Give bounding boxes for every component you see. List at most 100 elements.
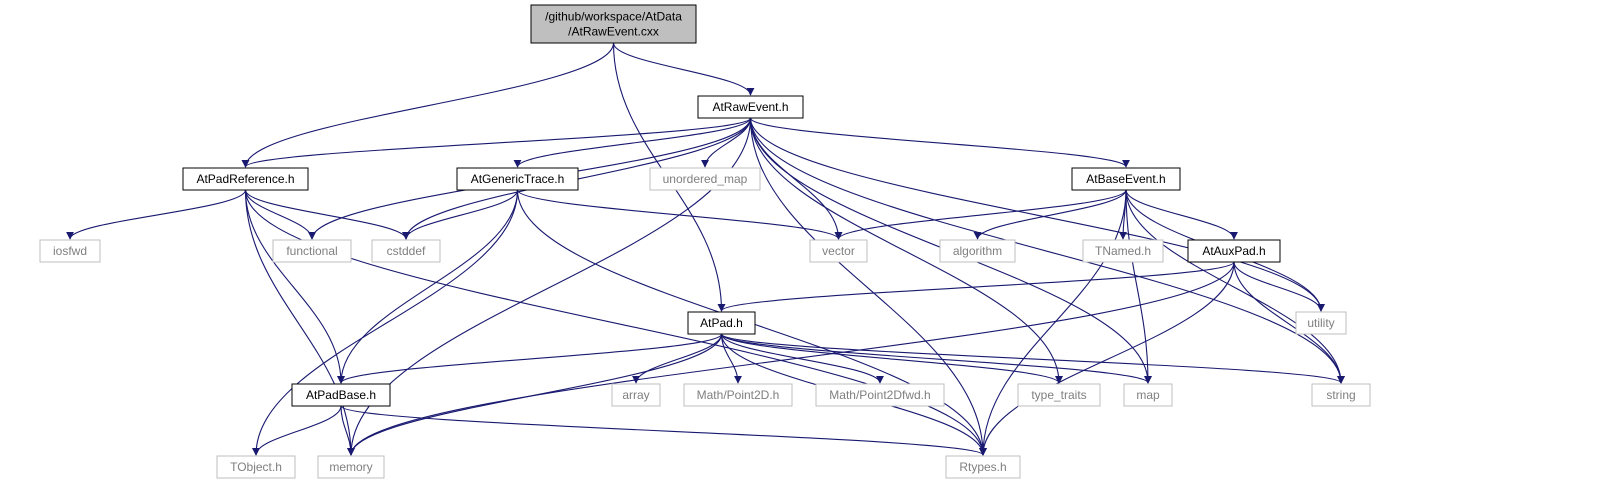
node-label-point2d: Math/Point2D.h <box>697 388 780 402</box>
node-rtypes: Rtypes.h <box>945 455 1021 479</box>
node-auxpad[interactable]: AtAuxPad.h <box>1187 239 1281 263</box>
node-type_traits: type_traits <box>1017 383 1101 407</box>
node-box-memory <box>317 455 385 479</box>
edge-padref-to-iosfwd <box>66 189 247 240</box>
node-box-point2d <box>683 383 793 407</box>
node-point2d: Math/Point2D.h <box>683 383 793 407</box>
edge-rawevent-to-baseevent <box>749 117 1130 168</box>
node-root[interactable]: /github/workspace/AtData/AtRawEvent.cxx <box>530 4 697 44</box>
node-label-rtypes: Rtypes.h <box>959 460 1006 474</box>
edge-rawevent-to-string <box>749 117 1345 384</box>
node-box-iosfwd <box>39 239 101 263</box>
edge-pad-to-type_traits <box>720 333 1063 384</box>
node-label-functional: functional <box>286 244 337 258</box>
node-map: map <box>1123 383 1173 407</box>
edge-padref-to-cstddef <box>244 189 410 240</box>
node-label-map: map <box>1136 388 1160 402</box>
node-box-padref <box>182 167 309 191</box>
edge-baseevent-to-map <box>1125 189 1152 384</box>
node-label-string: string <box>1326 388 1355 402</box>
node-box-type_traits <box>1017 383 1101 407</box>
edge-padref-to-padbase <box>244 189 345 384</box>
node-box-map <box>1123 383 1173 407</box>
edge-baseevent-to-vector <box>834 189 1127 240</box>
edge-rawevent-to-utility <box>749 117 1325 312</box>
node-label-point2dfwd: Math/Point2Dfwd.h <box>829 388 930 402</box>
node-box-padbase <box>291 383 391 407</box>
edge-rawevent-to-padref <box>241 117 752 168</box>
node-label-pad: AtPad.h <box>700 316 743 330</box>
edge-generictrace-to-cstddef <box>402 189 519 240</box>
nodes-layer: /github/workspace/AtData/AtRawEvent.cxxA… <box>39 4 1371 479</box>
edge-rawevent-to-type_traits <box>749 117 1063 384</box>
edge-generictrace-to-tobject <box>252 189 519 456</box>
node-tnamed: TNamed.h <box>1082 239 1164 263</box>
node-functional: functional <box>272 239 352 263</box>
edge-padbase-to-tobject <box>252 405 342 456</box>
node-label-tnamed: TNamed.h <box>1095 244 1151 258</box>
node-tobject: TObject.h <box>216 455 296 479</box>
node-padbase[interactable]: AtPadBase.h <box>291 383 391 407</box>
edge-pad-to-point2dfwd <box>720 333 884 384</box>
edge-auxpad-to-string <box>1233 261 1345 384</box>
edge-rawevent-to-rtypes <box>749 117 987 456</box>
node-box-algorithm <box>939 239 1016 263</box>
node-label-generictrace: AtGenericTrace.h <box>471 172 565 186</box>
node-rawevent[interactable]: AtRawEvent.h <box>697 95 804 119</box>
edge-pad-to-memory <box>347 333 723 456</box>
node-label-root: /AtRawEvent.cxx <box>568 25 659 39</box>
edge-baseevent-to-auxpad <box>1125 189 1238 240</box>
node-utility: utility <box>1295 311 1347 335</box>
node-box-unordered_map <box>649 167 761 191</box>
node-box-baseevent <box>1071 167 1181 191</box>
node-array: array <box>611 383 661 407</box>
node-generictrace[interactable]: AtGenericTrace.h <box>456 167 579 191</box>
node-box-tnamed <box>1082 239 1164 263</box>
edge-padbase-to-rtypes <box>340 405 987 456</box>
node-unordered_map: unordered_map <box>649 167 761 191</box>
edge-generictrace-to-vector <box>516 189 843 240</box>
edge-padref-to-memory <box>244 189 355 456</box>
node-label-utility: utility <box>1307 316 1334 330</box>
edge-root-to-rawevent <box>612 42 755 96</box>
node-box-vector <box>809 239 868 263</box>
edge-auxpad-to-pad <box>717 261 1235 312</box>
node-label-type_traits: type_traits <box>1031 388 1086 402</box>
edge-generictrace-to-padbase <box>337 189 519 384</box>
node-vector: vector <box>809 239 868 263</box>
node-padref[interactable]: AtPadReference.h <box>182 167 309 191</box>
edge-pad-to-string <box>720 333 1345 384</box>
edge-baseevent-to-rtypes <box>979 189 1127 456</box>
node-box-root <box>530 4 697 44</box>
node-label-root: /github/workspace/AtData <box>545 10 682 24</box>
node-string: string <box>1311 383 1371 407</box>
node-label-iosfwd: iosfwd <box>53 244 87 258</box>
edge-padref-to-rtypes <box>244 189 987 456</box>
node-label-cstddef: cstddef <box>387 244 426 258</box>
node-box-rawevent <box>697 95 804 119</box>
node-label-rawevent: AtRawEvent.h <box>712 100 788 114</box>
edge-auxpad-to-memory <box>347 261 1235 456</box>
edge-padbase-to-memory <box>340 405 355 456</box>
node-label-unordered_map: unordered_map <box>663 172 748 186</box>
edge-auxpad-to-utility <box>1233 261 1325 312</box>
node-label-vector: vector <box>822 244 855 258</box>
edge-rawevent-to-generictrace <box>513 117 752 168</box>
node-box-rtypes <box>945 455 1021 479</box>
node-point2dfwd: Math/Point2Dfwd.h <box>815 383 945 407</box>
node-cstddef: cstddef <box>371 239 441 263</box>
node-label-array: array <box>622 388 649 402</box>
node-label-baseevent: AtBaseEvent.h <box>1086 172 1165 186</box>
node-label-auxpad: AtAuxPad.h <box>1202 244 1265 258</box>
edge-baseevent-to-algorithm <box>973 189 1127 240</box>
node-box-auxpad <box>1187 239 1281 263</box>
node-box-functional <box>272 239 352 263</box>
node-pad[interactable]: AtPad.h <box>687 311 756 335</box>
node-box-utility <box>1295 311 1347 335</box>
edge-pad-to-array <box>632 333 723 384</box>
node-label-memory: memory <box>329 460 372 474</box>
node-baseevent[interactable]: AtBaseEvent.h <box>1071 167 1181 191</box>
edge-baseevent-to-string <box>1125 189 1345 384</box>
node-box-point2dfwd <box>815 383 945 407</box>
